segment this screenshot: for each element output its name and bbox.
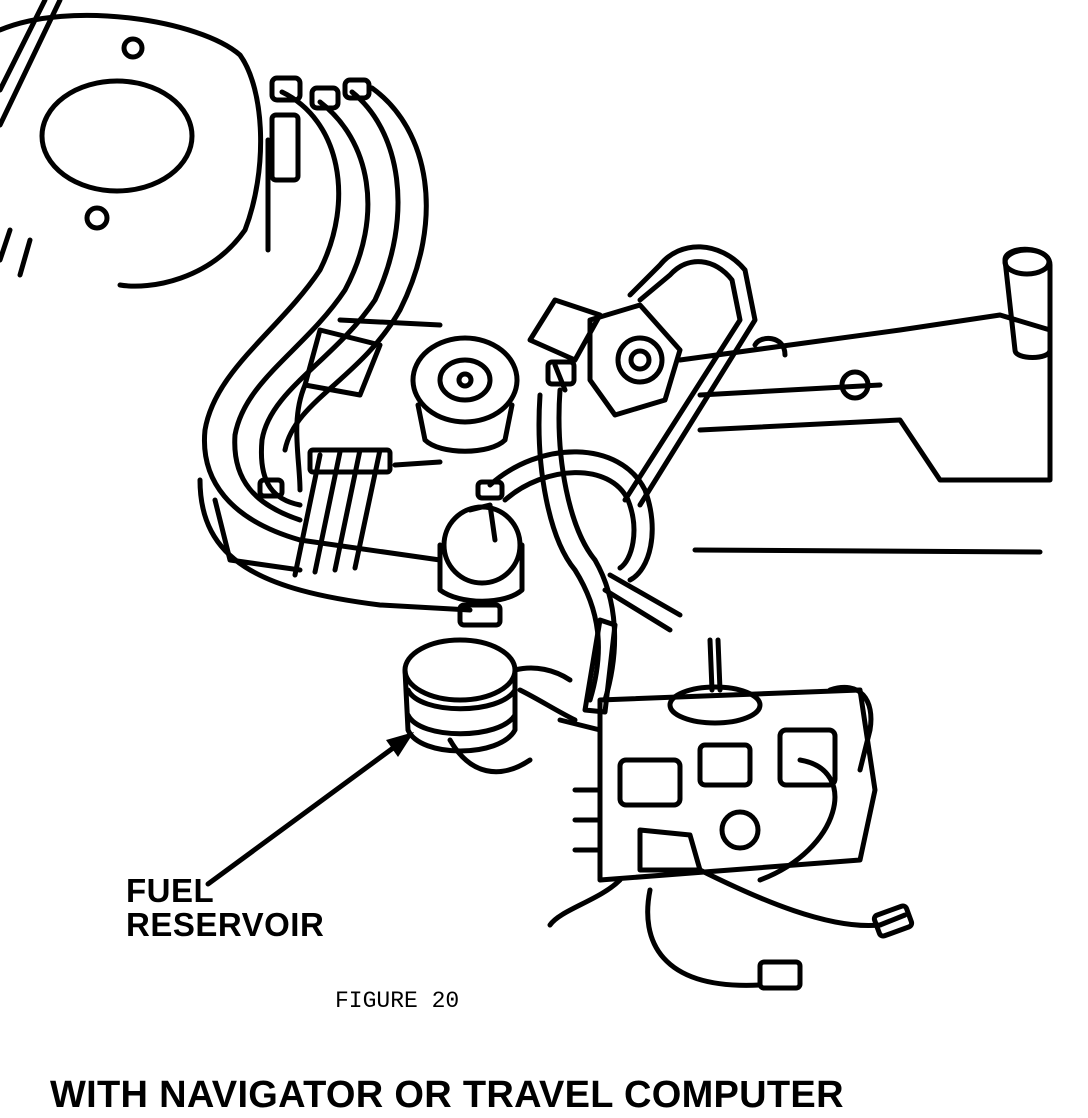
fuel-hose-loop bbox=[437, 449, 655, 604]
fuel-line bbox=[536, 387, 683, 715]
oil-filler-cap bbox=[410, 335, 520, 454]
air-cleaner-housing bbox=[0, 0, 271, 289]
figure-caption: FIGURE 20 bbox=[335, 988, 460, 1014]
vacuum-hose-bundle bbox=[201, 75, 429, 543]
fuel-reservoir-canister bbox=[402, 602, 578, 775]
valve-assembly bbox=[527, 244, 758, 508]
wire-clip bbox=[292, 447, 393, 578]
callout-line-1: FUEL bbox=[126, 872, 215, 909]
callout-line-2: RESERVOIR bbox=[126, 906, 325, 943]
electrical-connectors bbox=[645, 867, 915, 991]
arrow-head-icon bbox=[386, 732, 414, 757]
fuel-reservoir-label: FUEL RESERVOIR bbox=[126, 874, 324, 942]
callout-arrow bbox=[205, 737, 407, 887]
carburetor bbox=[547, 637, 878, 928]
mounting-bracket bbox=[677, 246, 1053, 555]
section-heading: WITH NAVIGATOR OR TRAVEL COMPUTER bbox=[50, 1074, 844, 1116]
